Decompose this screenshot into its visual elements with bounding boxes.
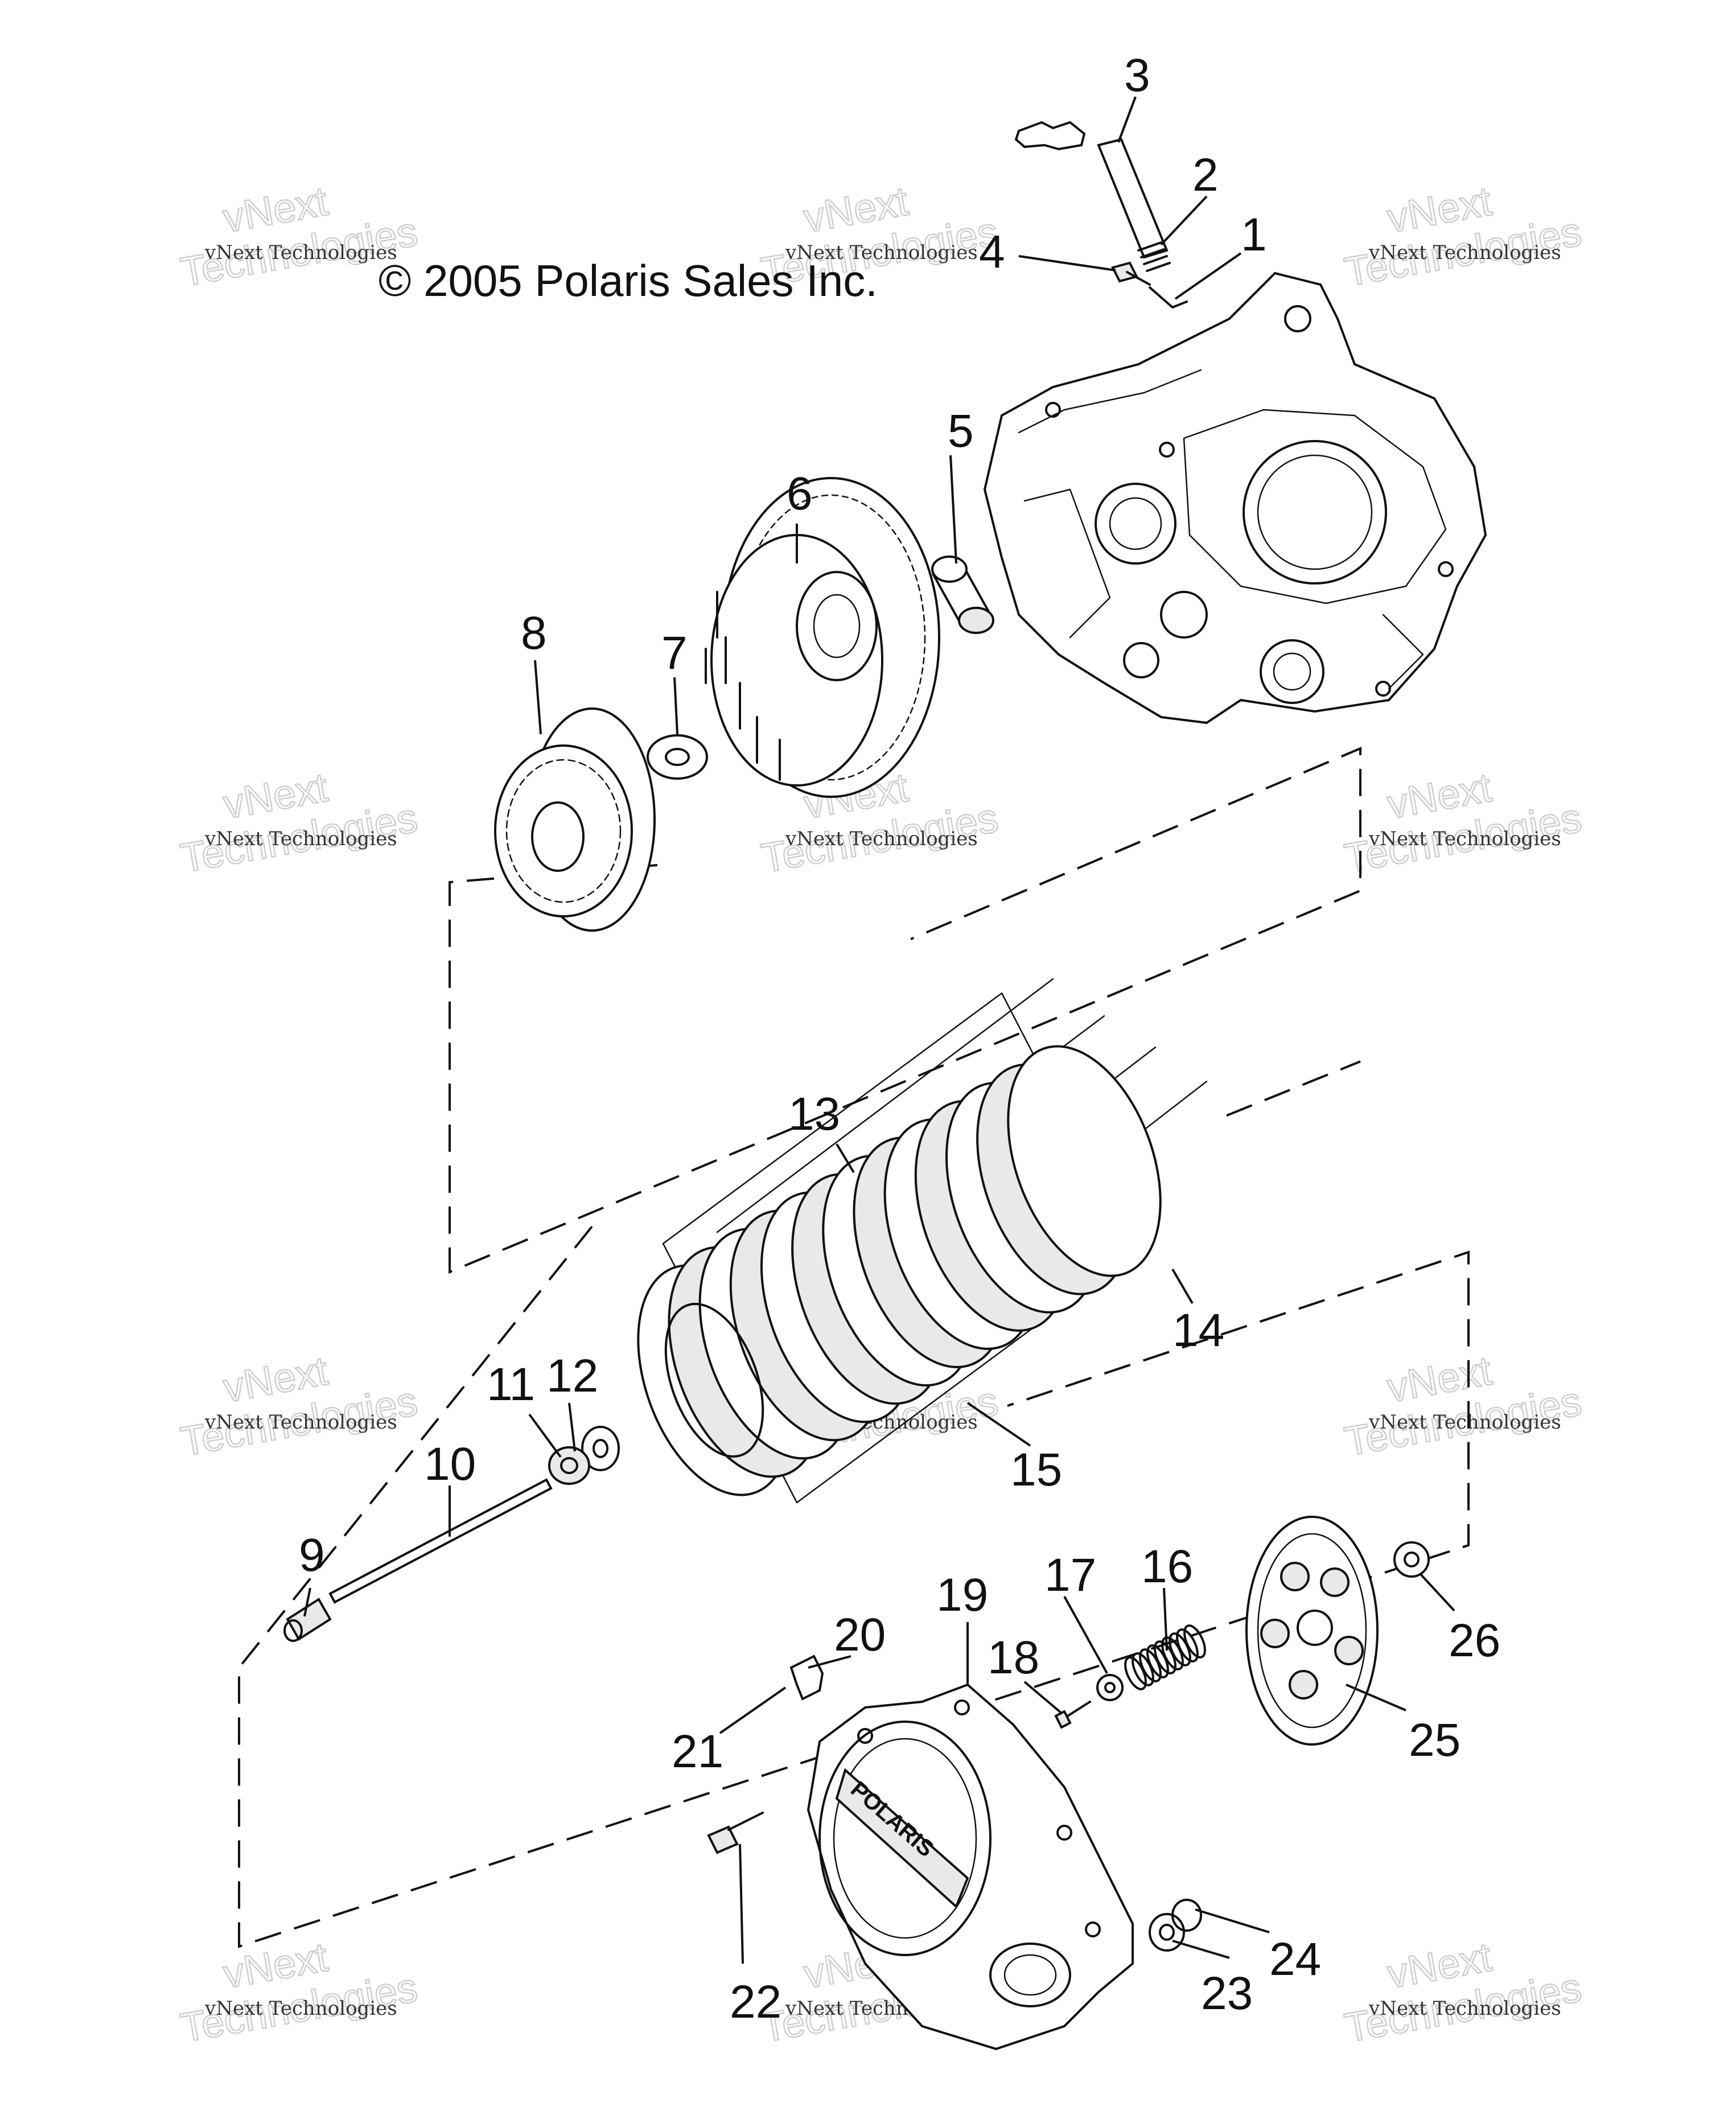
part-12-washer <box>581 1426 620 1471</box>
clutch-plate-stack <box>637 978 1208 1504</box>
part-label-22: 22 <box>730 1976 781 2028</box>
part-26-seal <box>1393 1541 1430 1578</box>
part-label-13: 13 <box>788 1088 840 1140</box>
part-17-washer <box>1096 1674 1124 1701</box>
part-label-25: 25 <box>1409 1714 1461 1766</box>
part-label-4: 4 <box>979 226 1005 278</box>
part-18-bolt <box>1054 1701 1091 1729</box>
part-label-12: 12 <box>546 1350 598 1402</box>
part-label-23: 23 <box>1201 1968 1253 2019</box>
watermark-small-text: vNext Technologies <box>204 1411 397 1434</box>
part-label-7: 7 <box>661 627 688 679</box>
part-label-17: 17 <box>1044 1549 1096 1601</box>
part-3-shaft <box>1014 121 1169 259</box>
watermark-small-text: vNext Technologies <box>785 828 978 850</box>
part-label-3: 3 <box>1124 50 1150 101</box>
part-label-14: 14 <box>1173 1304 1224 1356</box>
part-8-clutch-hub <box>494 707 656 932</box>
part-9-rod-end <box>283 1598 332 1642</box>
part-10-push-rod <box>328 1478 553 1604</box>
part-7-washer <box>647 734 708 780</box>
part-24-o-ring <box>1171 1899 1202 1932</box>
part-5-bushing <box>931 555 994 634</box>
friction-plate <box>1007 1045 1162 1277</box>
part-22-bolt <box>707 1812 764 1854</box>
watermark-small-text: vNext Technologies <box>204 241 397 264</box>
part-label-11: 11 <box>487 1359 535 1410</box>
part-label-15: 15 <box>1010 1444 1062 1496</box>
part-label-10: 10 <box>424 1438 476 1490</box>
part-label-18: 18 <box>988 1632 1039 1684</box>
part-4-bolt <box>1111 261 1151 286</box>
leader-lines <box>303 96 1455 1964</box>
part-label-21: 21 <box>672 1726 723 1777</box>
part-labels: 3 2 1 4 5 6 7 8 13 14 15 12 11 10 9 16 1… <box>299 50 1500 2028</box>
part-19-clutch-cover: POLARIS <box>807 1683 1134 2051</box>
part-label-1: 1 <box>1241 209 1267 261</box>
part-label-5: 5 <box>948 405 974 457</box>
part-label-24: 24 <box>1269 1933 1321 1985</box>
part-25-pressure-plate <box>1245 1516 1379 1746</box>
part-label-8: 8 <box>521 607 547 659</box>
part-label-6: 6 <box>787 468 813 520</box>
part-label-26: 26 <box>1449 1615 1500 1666</box>
copyright-text: © 2005 Polaris Sales Inc. <box>379 256 878 306</box>
part-20-breather <box>789 1655 824 1701</box>
part-label-19: 19 <box>936 1569 988 1621</box>
part-23-plug <box>1149 1913 1185 1952</box>
part-label-2: 2 <box>1192 149 1219 201</box>
watermark-small-text: vNext Technologies <box>204 828 397 850</box>
watermark-small-text: vNext Technologies <box>1368 1997 1561 2020</box>
part-16-spring <box>1124 1624 1206 1690</box>
part-2-spring <box>1137 241 1171 272</box>
spring-coil <box>1176 1628 1199 1662</box>
part-label-20: 20 <box>834 1609 886 1661</box>
watermark-small-text: vNext Technologies <box>1368 1411 1561 1434</box>
watermark-small-text: vNext Technologies <box>785 241 978 264</box>
plate-inner-ring <box>664 1302 764 1458</box>
spring-coil <box>1183 1624 1206 1659</box>
part-6-clutch-basket <box>705 477 940 798</box>
crankcase-housing <box>983 271 1487 725</box>
part-11-bearing <box>548 1446 590 1485</box>
watermark-small-text: vNext Technologies <box>1368 828 1561 850</box>
part-label-9: 9 <box>299 1529 325 1581</box>
part-label-16: 16 <box>1141 1541 1193 1592</box>
watermark-small-text: vNext Technologies <box>204 1997 397 2020</box>
watermark-small-text: vNext Technologies <box>1368 241 1561 264</box>
part-1-clip <box>1149 286 1188 308</box>
